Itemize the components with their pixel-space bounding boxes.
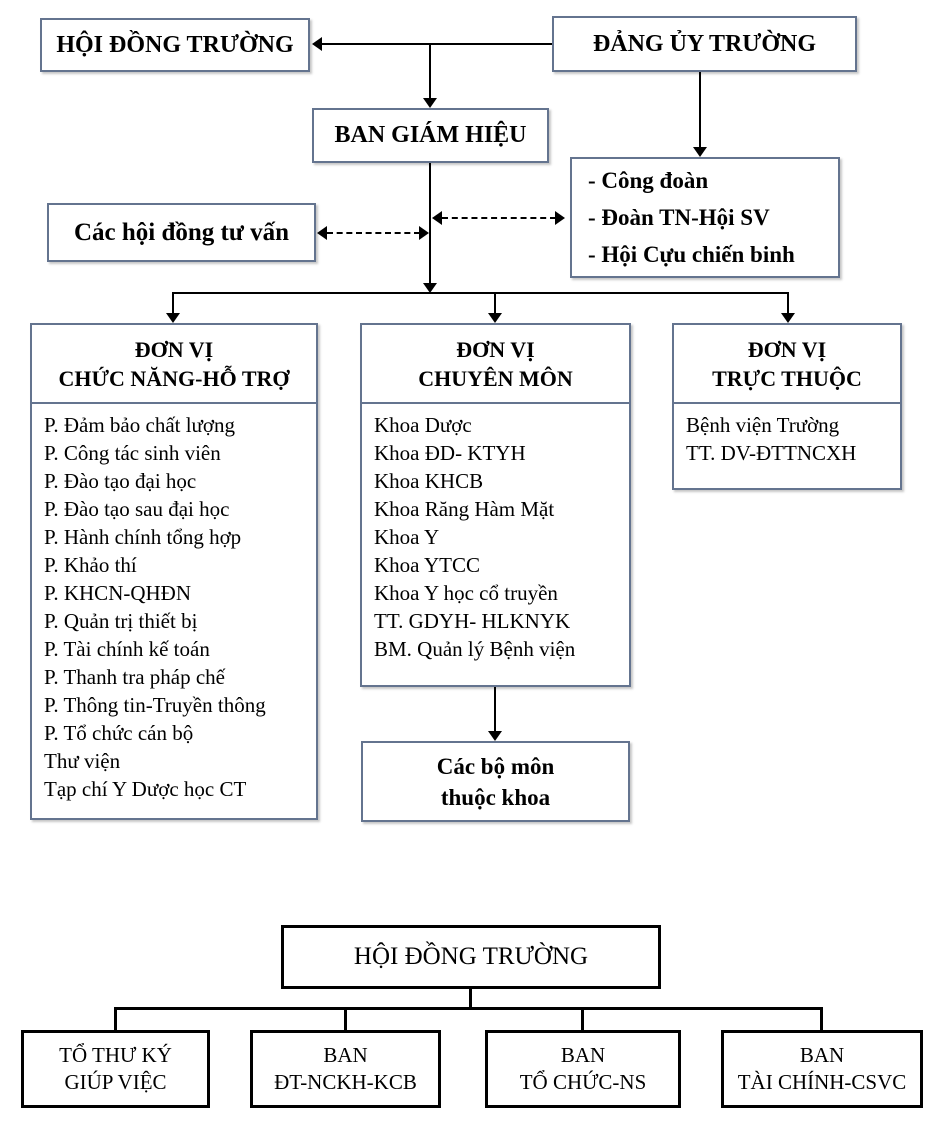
child-line1: BAN	[323, 1043, 368, 1067]
column-header: ĐƠN VỊ CHỨC NĂNG-HỖ TRỢ	[32, 325, 316, 404]
drop-to-col3	[787, 292, 789, 314]
arrowhead-into-col1	[166, 313, 180, 323]
column-title-line1: ĐƠN VỊ	[747, 337, 827, 362]
column-title-line1: ĐƠN VỊ	[456, 337, 535, 362]
child-line2: ĐT-NCKH-KCB	[274, 1070, 417, 1094]
column-title-line2: TRỰC THUỘC	[712, 366, 862, 391]
list-item: P. Tổ chức cán bộ	[44, 721, 194, 745]
dang-uy-truong-box: ĐẢNG ỦY TRƯỜNG	[552, 16, 857, 72]
ban-dt-nckh-kcb-box: BAN ĐT-NCKH-KCB	[250, 1030, 441, 1108]
bottom-stem	[469, 989, 472, 1010]
don-vi-chuc-nang-ho-tro-box: ĐƠN VỊ CHỨC NĂNG-HỖ TRỢ P. Đảm bảo chất …	[30, 323, 318, 820]
arrowhead-down-into-bgh	[423, 98, 437, 108]
list-item: P. Công tác sinh viên	[44, 441, 221, 465]
child-line1: BAN	[560, 1043, 606, 1067]
connector-dut-to-hdt	[322, 43, 552, 45]
arrowhead-into-col3	[781, 313, 795, 323]
column-header: ĐƠN VỊ CHUYÊN MÔN	[362, 325, 629, 404]
arrowhead-right-into-doanthe	[555, 211, 565, 225]
arrowhead-into-bomon	[488, 731, 502, 741]
list-item: P. Đào tạo sau đại học	[44, 497, 230, 521]
list-item: Thư viện	[44, 749, 121, 773]
hoi-dong-truong-label: HỘI ĐỒNG TRƯỜNG	[56, 31, 294, 58]
list-item: - Công đoàn	[588, 168, 709, 193]
dashed-connector-doanthe	[442, 217, 556, 219]
list-item: Khoa ĐD- KTYH	[374, 441, 526, 465]
cac-bo-mon-line1: Các bộ môn	[436, 753, 555, 779]
list-item: P. Thông tin-Truyền thông	[44, 693, 266, 717]
cac-bo-mon-line2: thuộc khoa	[440, 784, 551, 810]
ban-giam-hieu-label: BAN GIÁM HIỆU	[334, 122, 527, 148]
list-item: P. Đảm bảo chất lượng	[44, 413, 236, 437]
dashed-connector-tuvan	[327, 232, 420, 234]
child-line2: TÀI CHÍNH-CSVC	[737, 1070, 907, 1094]
distribution-line	[172, 292, 789, 294]
child-line2: GIÚP VIỆC	[64, 1070, 167, 1094]
list-item: - Hội Cựu chiến binh	[588, 242, 795, 267]
list-item: Khoa Răng Hàm Mặt	[374, 497, 555, 521]
connector-dut-to-doanthe	[699, 72, 701, 148]
arrowhead-left-into-hdt	[312, 37, 322, 51]
column-title-line1: ĐƠN VỊ	[134, 337, 214, 362]
list-item: BM. Quản lý Bệnh viện	[374, 637, 576, 661]
ban-giam-hieu-box: BAN GIÁM HIỆU	[312, 108, 549, 163]
list-item: Bệnh viện Trường	[686, 413, 840, 437]
column-title-line2: CHUYÊN MÔN	[418, 366, 573, 391]
list-item: P. Quản trị thiết bị	[44, 609, 198, 633]
child-line1: TỔ THƯ KÝ	[59, 1043, 172, 1067]
child-line2: TỔ CHỨC-NS	[519, 1070, 647, 1094]
to-thu-ky-giup-viec-box: TỔ THƯ KÝ GIÚP VIỆC	[21, 1030, 210, 1108]
bottom-drop-3	[581, 1007, 584, 1030]
list-item: P. Đào tạo đại học	[44, 469, 197, 493]
list-item: P. Hành chính tổng hợp	[44, 525, 242, 549]
list-item: P. KHCN-QHĐN	[44, 581, 192, 605]
drop-to-col1	[172, 292, 174, 314]
arrowhead-down-into-doanthe	[693, 147, 707, 157]
column-title-line2: CHỨC NĂNG-HỖ TRỢ	[58, 366, 290, 391]
column-item-list: P. Đảm bảo chất lượng P. Công tác sinh vi…	[32, 404, 316, 803]
list-item: - Đoàn TN-Hội SV	[588, 205, 770, 230]
arrowhead-right-at-centerline	[419, 226, 429, 240]
arrowhead-left-at-centerline	[432, 211, 442, 225]
list-item: Khoa Dược	[374, 413, 472, 437]
list-item: Khoa YTCC	[374, 553, 480, 577]
list-item: P. Khảo thí	[44, 553, 137, 577]
bottom-drop-4	[820, 1007, 823, 1030]
list-item: TT. GDYH- HLKNYK	[374, 609, 571, 633]
bottom-drop-2	[344, 1007, 347, 1030]
ban-to-chuc-ns-box: BAN TỔ CHỨC-NS	[485, 1030, 681, 1108]
bottom-drop-1	[114, 1007, 117, 1030]
hoi-dong-truong-box: HỘI ĐỒNG TRƯỜNG	[40, 18, 310, 72]
list-item: TT. DV-ĐTTNCXH	[686, 441, 857, 465]
list-item: Khoa Y	[374, 525, 440, 549]
arrowhead-down-at-distribution	[423, 283, 437, 293]
hoi-dong-truong-bottom-box: HỘI ĐỒNG TRƯỜNG	[281, 925, 661, 989]
list-item: P. Tài chính kế toán	[44, 637, 210, 661]
connector-down-to-bgh	[429, 43, 431, 99]
arrowhead-left-into-tuvan	[317, 226, 327, 240]
list-item: P. Thanh tra pháp chế	[44, 665, 225, 689]
column-header: ĐƠN VỊ TRỰC THUỘC	[674, 325, 900, 404]
connector-bgh-down	[429, 163, 431, 285]
list-item: Khoa KHCB	[374, 469, 484, 493]
drop-to-col2	[494, 292, 496, 314]
list-item: Khoa Y học cổ truyền	[374, 581, 558, 605]
hoi-dong-truong-bottom-label: HỘI ĐỒNG TRƯỜNG	[353, 943, 589, 970]
dang-uy-truong-label: ĐẢNG ỦY TRƯỜNG	[592, 30, 817, 57]
hoi-dong-tu-van-label: Các hội đồng tư vấn	[73, 218, 290, 246]
connector-col2-to-bomon	[494, 687, 496, 732]
cac-bo-mon-box: Các bộ môn thuộc khoa	[361, 741, 630, 822]
bottom-rail	[114, 1007, 823, 1010]
ban-tai-chinh-csvc-box: BAN TÀI CHÍNH-CSVC	[721, 1030, 923, 1108]
list-item: Tạp chí Y Dược học CT	[44, 777, 247, 801]
hoi-dong-tu-van-box: Các hội đồng tư vấn	[47, 203, 316, 262]
doan-the-box: - Công đoàn - Đoàn TN-Hội SV - Hội Cựu chi…	[570, 157, 840, 278]
arrowhead-into-col2	[488, 313, 502, 323]
child-line1: BAN	[799, 1043, 845, 1067]
